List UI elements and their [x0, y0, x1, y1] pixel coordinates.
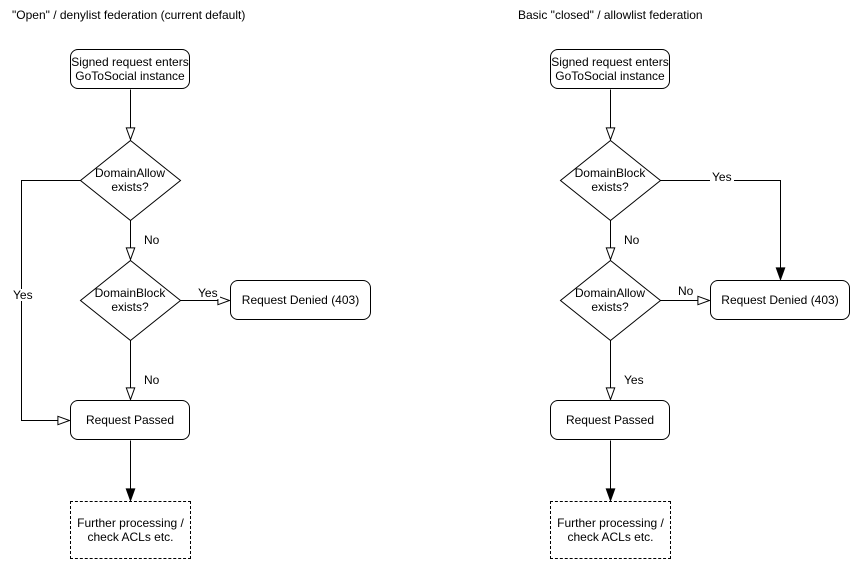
- right-edge-label-no1: No: [622, 233, 642, 247]
- left-chart-title: "Open" / denylist federation (current de…: [12, 8, 246, 22]
- left-decision1-shape: [79, 139, 182, 222]
- right-decision2-label: DomainAllow exists?: [574, 285, 646, 314]
- left-decision2-shape: [79, 259, 182, 342]
- right-chart-title: Basic "closed" / allowlist federation: [518, 8, 703, 22]
- right-denied-node: Request Denied (403): [710, 280, 850, 320]
- right-edge-label-no2: No: [676, 284, 696, 298]
- left-edge-label-no2: No: [142, 373, 162, 387]
- left-start-node: Signed request enters GoToSocial instanc…: [70, 49, 190, 89]
- right-edge-label-yes1: Yes: [710, 170, 734, 184]
- right-decision1-label: DomainBlock exists?: [574, 165, 646, 194]
- left-edge-label-yes1: Yes: [11, 288, 35, 302]
- right-edge-decision1-yes-to-denied: [660, 180, 781, 280]
- left-further-node: Further processing / check ACLs etc.: [70, 501, 191, 559]
- left-decision1-label: DomainAllow exists?: [94, 165, 166, 194]
- right-passed-node: Request Passed: [550, 400, 670, 440]
- left-denied-node: Request Denied (403): [230, 280, 371, 320]
- left-edge-label-no1: No: [142, 233, 162, 247]
- right-decision2-shape: [559, 259, 662, 342]
- left-passed-node: Request Passed: [70, 400, 190, 440]
- left-edge-label-yes2: Yes: [196, 286, 220, 300]
- right-further-node: Further processing / check ACLs etc.: [550, 501, 671, 559]
- right-edge-label-yes2: Yes: [622, 373, 646, 387]
- left-decision2-label: DomainBlock exists?: [94, 285, 166, 314]
- right-decision1-shape: [559, 139, 662, 222]
- right-start-node: Signed request enters GoToSocial instanc…: [550, 49, 670, 89]
